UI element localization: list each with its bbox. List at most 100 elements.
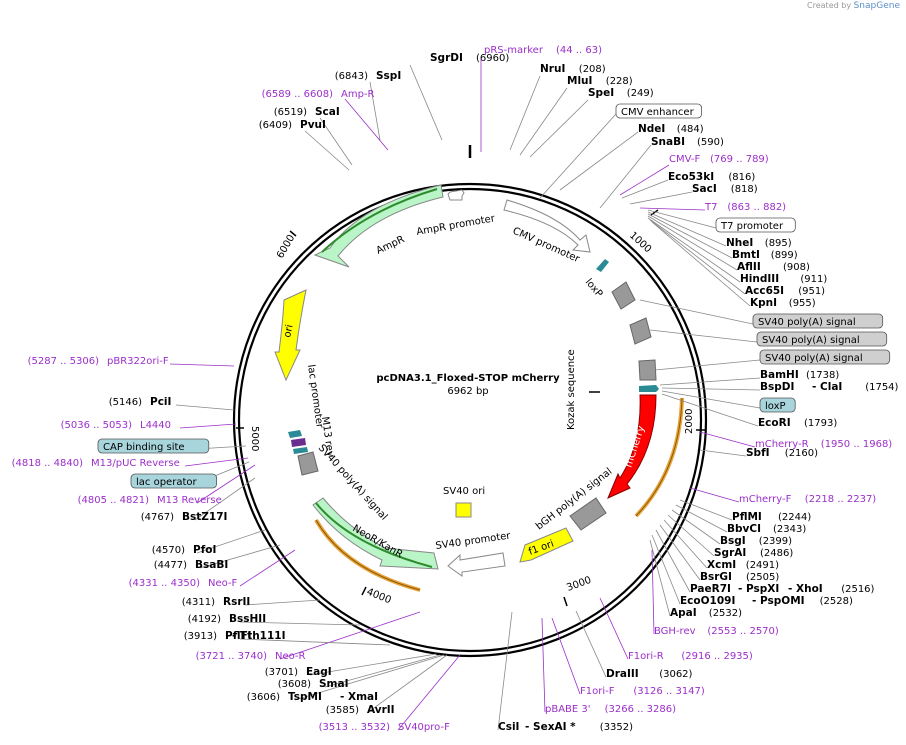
enzyme-xmai-56[interactable]: - XmaI bbox=[340, 691, 378, 703]
f1ori-feature[interactable] bbox=[519, 527, 574, 563]
primer-t7-15[interactable]: T7 bbox=[704, 202, 717, 213]
ampr-feature[interactable] bbox=[313, 184, 444, 268]
enzyme-bspdi-27[interactable]: BspDI bbox=[760, 381, 794, 393]
primer-f1ori-r-47[interactable]: F1ori-R bbox=[628, 651, 664, 662]
enzyme-aflii-19[interactable]: AflII bbox=[737, 261, 761, 273]
sv40-promoter-feature[interactable] bbox=[447, 552, 506, 577]
tick-label-1000: 1000 bbox=[627, 230, 653, 255]
enzyme-tth111i-61[interactable]: - Tth111I bbox=[232, 630, 286, 642]
feature-tag-lac-operator-69[interactable] bbox=[130, 473, 217, 489]
enzyme-bamhi-26[interactable]: BamHI bbox=[760, 369, 799, 381]
primer-f1ori-f-49[interactable]: F1ori-F bbox=[580, 686, 615, 697]
primer-mcherry-f-33[interactable]: mCherry-F bbox=[739, 494, 792, 505]
enzyme-bsgi-36[interactable]: BsgI bbox=[720, 535, 746, 547]
pos-pflfi-60: (3913) bbox=[184, 631, 217, 642]
enzyme-saci-14[interactable]: SacI bbox=[692, 183, 717, 195]
enzyme-pspomi-44[interactable]: - PspOMI bbox=[752, 595, 805, 607]
enzyme-clai-28[interactable]: - ClaI bbox=[812, 381, 842, 393]
primer-pbr322ori-f-74[interactable]: pBR322ori-F bbox=[107, 356, 169, 367]
primer-pbabe-3-50[interactable]: pBABE 3' bbox=[545, 704, 591, 715]
feature-tag-sv40-poly-a-signal-24[interactable] bbox=[756, 331, 888, 347]
pos-f1ori-f-49: (3126 .. 3147) bbox=[633, 686, 705, 697]
enzyme-ecori-30[interactable]: EcoRI bbox=[758, 417, 791, 429]
sv40-polya-inner-box[interactable] bbox=[297, 451, 319, 476]
enzyme-sexai-52[interactable]: - SexAI * bbox=[525, 721, 576, 733]
primer-amp-r-2[interactable]: Amp-R bbox=[341, 89, 375, 100]
enzyme-bsabi-65[interactable]: BsaBI bbox=[195, 559, 228, 571]
feature-tag-loxp-29[interactable] bbox=[759, 397, 796, 413]
leader-line-nhei-17 bbox=[647, 211, 727, 247]
primer-neo-f-64[interactable]: Neo-F bbox=[208, 578, 238, 589]
enzyme-pflfi-60[interactable]: PflFI bbox=[225, 630, 252, 642]
enzyme-draiii-48[interactable]: DraIII bbox=[606, 668, 639, 680]
primer-prs-marker-5[interactable]: pRS-marker bbox=[484, 45, 544, 56]
enzyme-nrui-6[interactable]: NruI bbox=[540, 63, 565, 75]
mcherry-feature[interactable] bbox=[607, 394, 657, 499]
pos-xhoi-42: (2516) bbox=[841, 584, 874, 595]
enzyme-csii-51[interactable]: CsiI bbox=[498, 721, 519, 733]
enzyme-sspi-1[interactable]: SspI bbox=[376, 70, 401, 82]
enzyme-bstz17i-67[interactable]: BstZ17I bbox=[182, 511, 227, 523]
enzyme-kpni-22[interactable]: KpnI bbox=[750, 297, 777, 309]
enzyme-tspmi-55[interactable]: TspMI bbox=[288, 691, 322, 703]
neo-feature[interactable] bbox=[312, 497, 439, 570]
ori-feature[interactable] bbox=[274, 289, 307, 382]
enzyme-ecoo109i-43[interactable]: EcoO109I bbox=[680, 595, 735, 607]
enzyme-eagi-58[interactable]: EagI bbox=[306, 666, 332, 678]
sv40-polya-box-1[interactable] bbox=[611, 281, 636, 310]
feature-tag-t7-promoter-16[interactable] bbox=[715, 217, 796, 233]
enzyme-pcii-73[interactable]: PciI bbox=[150, 396, 171, 408]
primer-neo-r-59[interactable]: Neo-R bbox=[275, 651, 306, 662]
enzyme-pflmi-34[interactable]: PflMI bbox=[732, 511, 762, 523]
enzyme-pfoi-66[interactable]: PfoI bbox=[193, 544, 216, 556]
sv40-polya-box-3[interactable] bbox=[638, 359, 657, 381]
enzyme-sgrdi-0[interactable]: SgrDI bbox=[430, 52, 463, 64]
enzyme-eco53ki-13[interactable]: Eco53kI bbox=[668, 171, 714, 183]
enzyme-scai-3[interactable]: ScaI bbox=[315, 106, 340, 118]
enzyme-bmti-18[interactable]: BmtI bbox=[732, 249, 760, 261]
primer-bgh-rev-46[interactable]: BGH-rev bbox=[654, 626, 696, 637]
leader-line-cmv-f-12 bbox=[619, 164, 670, 196]
primer-mcherry-r-31[interactable]: mCherry-R bbox=[755, 439, 809, 450]
enzyme-snabi-11[interactable]: SnaBI bbox=[651, 136, 685, 148]
primer-sv40pro-f-53[interactable]: SV40pro-F bbox=[398, 722, 450, 733]
enzyme-avrii-54[interactable]: AvrII bbox=[367, 704, 395, 716]
enzyme-xcmi-38[interactable]: XcmI bbox=[707, 559, 736, 571]
loxp-feature-2[interactable] bbox=[639, 385, 659, 392]
feature-tag-sv40-poly-a-signal-25[interactable] bbox=[759, 349, 891, 365]
sv40-ori-feature[interactable] bbox=[455, 502, 472, 518]
primer-l4440-72[interactable]: L4440 bbox=[140, 420, 171, 431]
primer-m13-reverse-68[interactable]: M13 Reverse bbox=[157, 495, 222, 506]
enzyme-rsrii-63[interactable]: RsrII bbox=[223, 596, 250, 608]
enzyme-ndei-10[interactable]: NdeI bbox=[638, 123, 665, 135]
enzyme-hindiii-20[interactable]: HindIII bbox=[740, 273, 779, 285]
feature-tag-sv40-poly-a-signal-23[interactable] bbox=[752, 313, 884, 329]
enzyme-bbvci-35[interactable]: BbvCI bbox=[727, 523, 761, 535]
pos-bsrgi-39: (2505) bbox=[746, 572, 779, 583]
enzyme-sgrai-37[interactable]: SgrAI bbox=[714, 547, 746, 559]
loxp-feature-1[interactable] bbox=[596, 259, 609, 272]
enzyme-xhoi-42[interactable]: - XhoI bbox=[788, 583, 823, 595]
sv40-polya-box-2[interactable] bbox=[629, 317, 652, 345]
enzyme-paer7i-40[interactable]: PaeR7I bbox=[690, 583, 731, 595]
enzyme-nhei-17[interactable]: NheI bbox=[726, 237, 753, 249]
enzyme-bsshii-62[interactable]: BssHII bbox=[229, 613, 266, 625]
pos-m13-puc-reverse-70: (4818 .. 4840) bbox=[12, 458, 84, 469]
feature-tag-cap-binding-site-71[interactable] bbox=[97, 438, 210, 454]
enzyme-apai-45[interactable]: ApaI bbox=[670, 607, 697, 619]
pos-neo-f-64: (4331 .. 4350) bbox=[129, 578, 201, 589]
primer-m13-puc-reverse-70[interactable]: M13/pUC Reverse bbox=[91, 458, 180, 469]
enzyme-pspxi-41[interactable]: - PspXI bbox=[738, 583, 779, 595]
enzyme-acc65i-21[interactable]: Acc65I bbox=[745, 285, 784, 297]
cmv-promoter-feature[interactable] bbox=[503, 199, 591, 253]
enzyme-smai-57[interactable]: SmaI bbox=[319, 678, 349, 690]
enzyme-mlui-7[interactable]: MluI bbox=[567, 75, 592, 87]
enzyme-bsrgi-39[interactable]: BsrGI bbox=[700, 571, 732, 583]
enzyme-spei-8[interactable]: SpeI bbox=[588, 87, 614, 99]
bgh-polya-feature[interactable] bbox=[569, 497, 607, 531]
primer-cmv-f-12[interactable]: CMV-F bbox=[669, 154, 700, 165]
enzyme-sbfi-32[interactable]: SbfI bbox=[746, 447, 770, 459]
pos-acc65i-21: (951) bbox=[798, 286, 825, 297]
enzyme-pvui-4[interactable]: PvuI bbox=[300, 119, 326, 131]
feature-tag-cmv-enhancer-9[interactable] bbox=[615, 103, 702, 119]
